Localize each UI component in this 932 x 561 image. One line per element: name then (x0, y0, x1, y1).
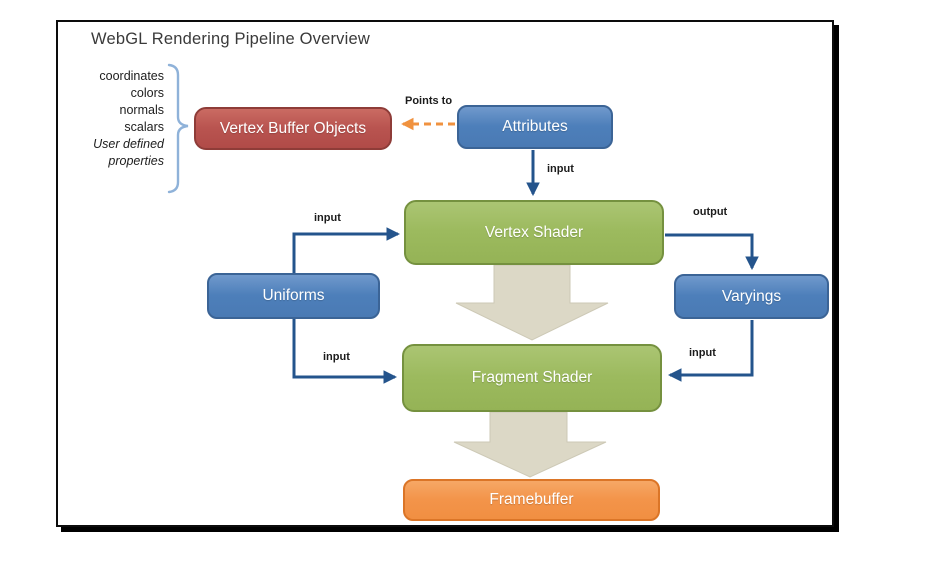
node-varyings: Varyings (674, 274, 829, 319)
diagram-page: WebGL Rendering Pipeline Overview coordi… (56, 20, 834, 527)
list-item: User defined (93, 137, 164, 151)
list-item: normals (119, 103, 164, 117)
list-item: scalars (124, 120, 164, 134)
edge-uniforms-to-fragment-shader (292, 319, 398, 384)
list-item: coordinates (99, 69, 164, 83)
node-uniforms: Uniforms (207, 273, 380, 319)
edge-label-input: input (314, 212, 341, 224)
edge-uniforms-to-vertex-shader (292, 227, 401, 273)
edge-label-input: input (323, 351, 350, 363)
vbo-input-list: coordinates colors normals scalars User … (64, 68, 164, 170)
node-attributes: Attributes (457, 105, 613, 149)
node-vertex-shader: Vertex Shader (404, 200, 664, 265)
list-item: colors (130, 86, 164, 100)
node-fragment-shader: Fragment Shader (402, 344, 662, 412)
edge-label-input: input (689, 347, 716, 359)
block-arrow-down-icon (453, 411, 607, 478)
list-item: properties (108, 154, 164, 168)
node-vertex-buffer-objects: Vertex Buffer Objects (194, 107, 392, 150)
block-arrow-down-icon (455, 264, 609, 341)
edge-label-input: input (547, 163, 574, 175)
brace-icon (167, 63, 189, 194)
page-title: WebGL Rendering Pipeline Overview (91, 30, 370, 48)
node-framebuffer: Framebuffer (403, 479, 660, 521)
edge-label-output: output (693, 206, 728, 218)
edge-label-points-to: Points to (405, 95, 453, 107)
edge-vertex-shader-to-varyings (665, 233, 759, 271)
